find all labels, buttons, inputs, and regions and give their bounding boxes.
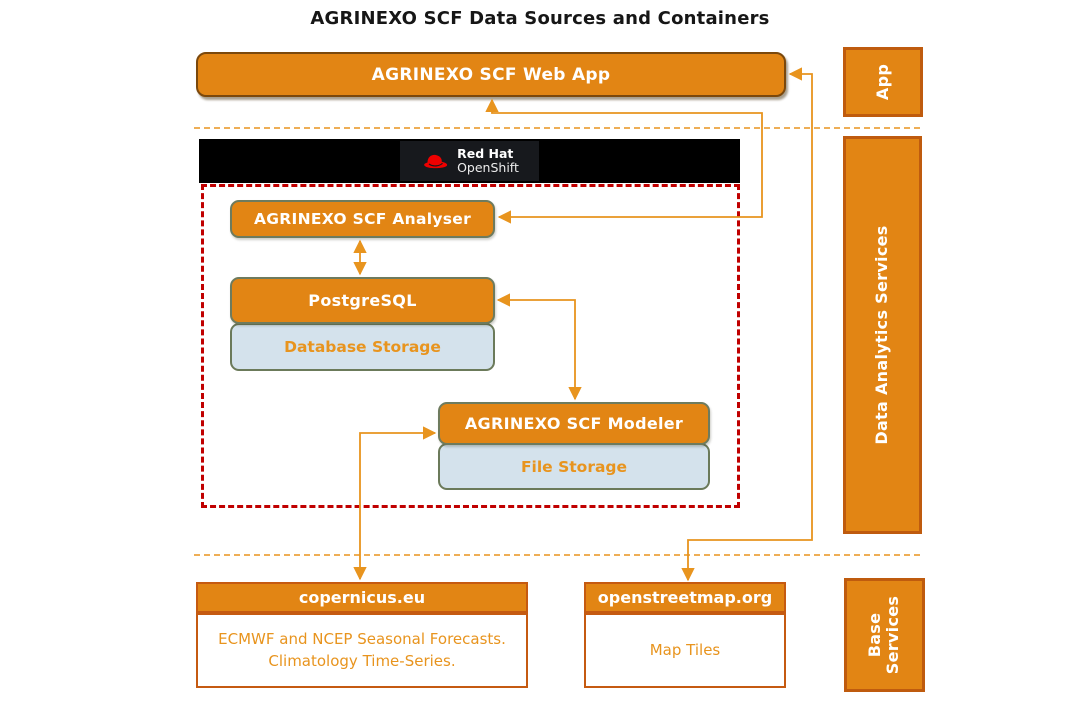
node-postgresql-label: PostgreSQL xyxy=(308,291,417,310)
redhat-brand-text: Red Hat xyxy=(457,146,514,162)
node-modeler: AGRINEXO SCF Modeler xyxy=(438,402,710,445)
node-analyser: AGRINEXO SCF Analyser xyxy=(230,200,495,238)
redhat-fedora-icon xyxy=(420,149,450,173)
node-copernicus-title: copernicus.eu xyxy=(298,588,426,607)
openshift-product-text: OpenShift xyxy=(457,160,519,175)
node-database-storage: Database Storage xyxy=(230,323,495,371)
node-analyser-label: AGRINEXO SCF Analyser xyxy=(253,210,472,228)
node-openstreetmap-body: Map Tiles xyxy=(584,613,786,688)
node-openstreetmap-header: openstreetmap.org xyxy=(584,582,786,613)
lane-data-analytics-services xyxy=(843,136,922,534)
node-database-storage-label: Database Storage xyxy=(284,338,441,356)
lane-base-services xyxy=(844,578,925,692)
redhat-wordmark: Red Hat OpenShift xyxy=(457,147,519,175)
lane-app xyxy=(843,47,923,117)
node-copernicus-description: ECMWF and NCEP Seasonal Forecasts. Clima… xyxy=(218,629,506,670)
node-file-storage-label: File Storage xyxy=(520,457,628,476)
node-modeler-label: AGRINEXO SCF Modeler xyxy=(464,414,684,433)
lane-data-analytics-services-label: Data Analytics Services xyxy=(871,225,891,445)
page-title: AGRINEXO SCF Data Sources and Containers xyxy=(310,8,770,29)
node-postgresql: PostgreSQL xyxy=(230,277,495,324)
lane-app-label: App xyxy=(872,63,892,101)
lane-base-services-label: Base Services xyxy=(864,595,902,675)
node-openstreetmap-title: openstreetmap.org xyxy=(597,588,773,607)
redhat-openshift-logo: Red Hat OpenShift xyxy=(400,141,539,181)
node-web-app: AGRINEXO SCF Web App xyxy=(196,52,786,97)
node-file-storage: File Storage xyxy=(438,443,710,490)
node-web-app-label: AGRINEXO SCF Web App xyxy=(371,64,611,85)
openshift-banner: Red Hat OpenShift xyxy=(199,139,740,183)
node-openstreetmap-description: Map Tiles xyxy=(649,640,721,659)
node-copernicus-header: copernicus.eu xyxy=(196,582,528,613)
node-copernicus-body: ECMWF and NCEP Seasonal Forecasts. Clima… xyxy=(196,613,528,688)
